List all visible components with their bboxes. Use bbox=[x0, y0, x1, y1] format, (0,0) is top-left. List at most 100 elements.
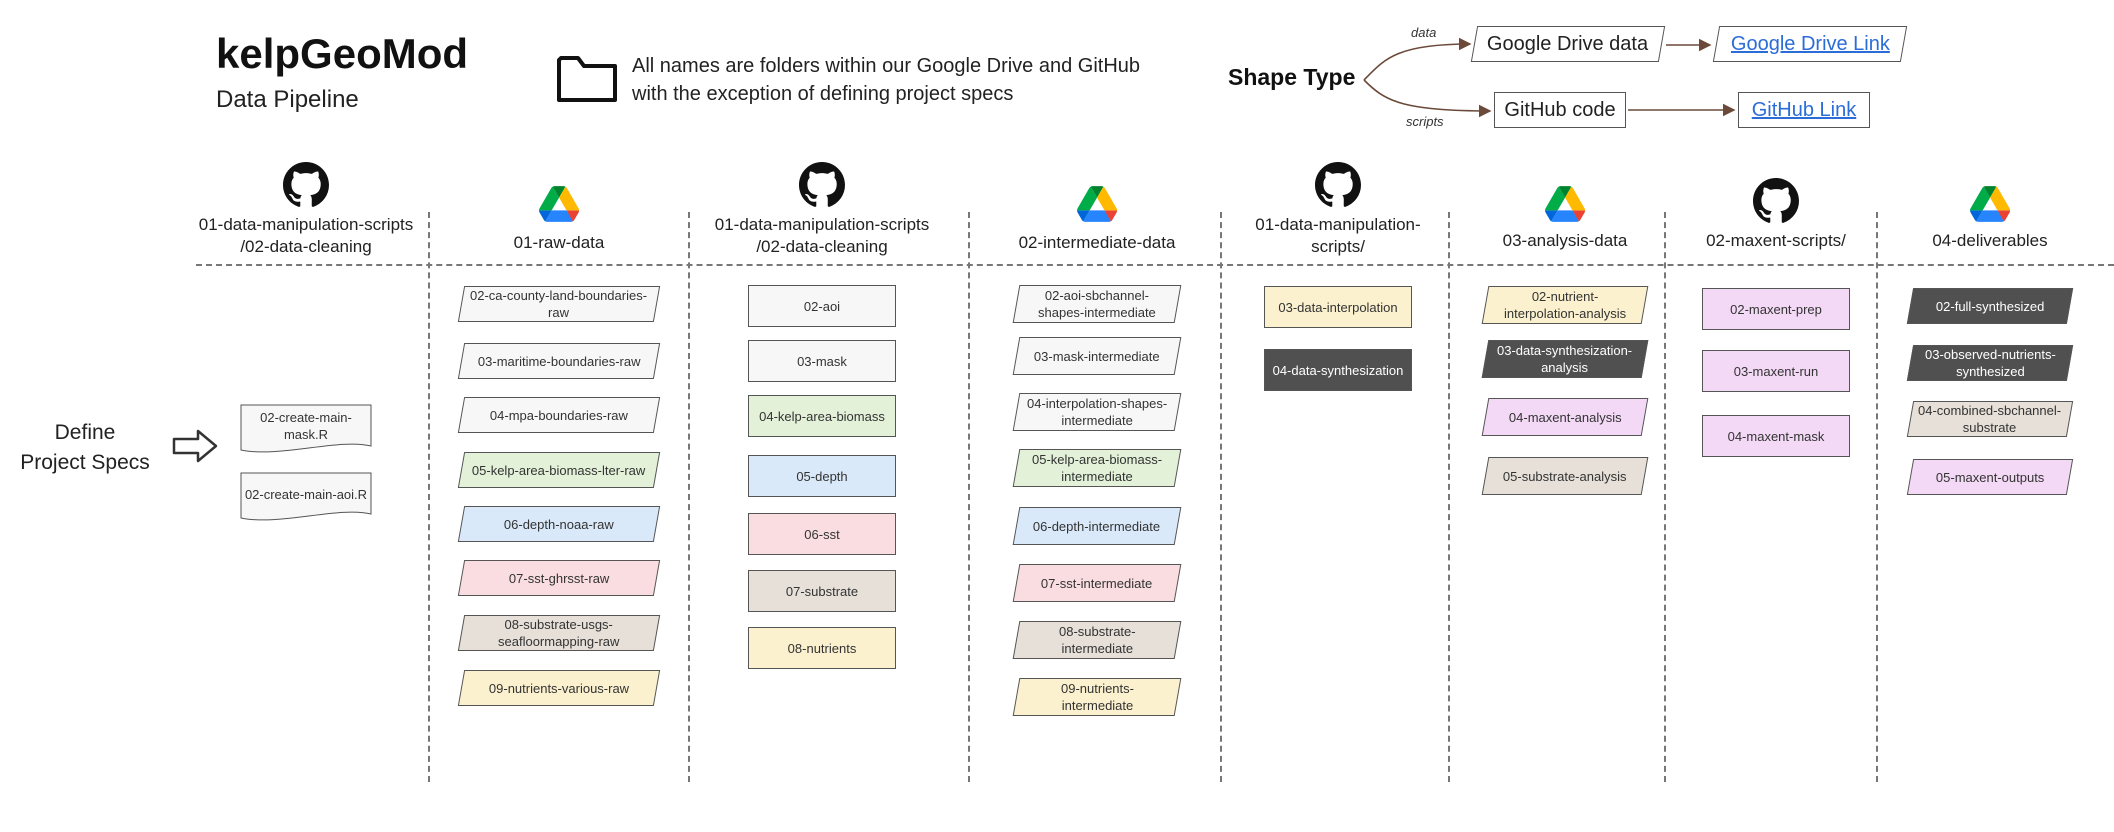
column-divider bbox=[1220, 212, 1222, 782]
folder-item-label-line1: 02-aoi bbox=[803, 298, 841, 314]
header-divider bbox=[196, 264, 2114, 266]
folder-item[interactable]: 02-aoi-sbchannel-shapes-intermediate bbox=[1012, 285, 1182, 323]
folder-item-label-line1: 04-data-synthesization bbox=[1272, 362, 1404, 378]
folder-item-label-line2: raw bbox=[548, 305, 570, 320]
folder-item-label: 08-substrate-usgs-seafloormapping-raw bbox=[492, 616, 625, 650]
folder-item-label-line1: 02-full-synthesized bbox=[1935, 298, 2045, 314]
column-header: 03-analysis-data bbox=[1440, 230, 1690, 252]
legend-github-link-shape: GitHub Link bbox=[1738, 92, 1870, 128]
folder-item-label: 05-kelp-area-biomass-intermediate bbox=[1026, 451, 1168, 485]
folder-item-label: 02-nutrient-interpolation-analysis bbox=[1498, 288, 1632, 322]
folder-item-label-line1: 03-mask-intermediate bbox=[1034, 348, 1160, 364]
folder-item[interactable]: 02-nutrient-interpolation-analysis bbox=[1481, 286, 1649, 324]
folder-item-label: 04-mpa-boundaries-raw bbox=[484, 407, 634, 424]
folder-item[interactable]: 02-create-main-mask.R bbox=[240, 404, 372, 453]
folder-item[interactable]: 03-mask-intermediate bbox=[1012, 337, 1182, 375]
folders-note-line1: All names are folders within our Google … bbox=[632, 55, 1141, 77]
folder-item-label: 05-depth bbox=[796, 468, 847, 485]
column-divider bbox=[1448, 212, 1450, 782]
folder-item-label-line1: 08-substrate-usgs- bbox=[504, 617, 614, 632]
folder-item[interactable]: 03-maritime-boundaries-raw bbox=[457, 343, 661, 379]
folder-item[interactable]: 02-maxent-prep bbox=[1702, 288, 1850, 330]
folder-item[interactable]: 09-nutrients-various-raw bbox=[457, 670, 661, 706]
folder-item-label-line1: 04-maxent-mask bbox=[1727, 428, 1825, 444]
folder-item[interactable]: 08-substrate-usgs-seafloormapping-raw bbox=[457, 615, 661, 651]
legend-data-curve bbox=[1363, 37, 1472, 81]
folder-item[interactable]: 02-aoi bbox=[748, 285, 896, 327]
folder-item[interactable]: 07-sst-intermediate bbox=[1012, 564, 1182, 602]
folder-item-label: 04-kelp-area-biomass bbox=[759, 408, 885, 425]
folder-item[interactable]: 04-combined-sbchannel-substrate bbox=[1906, 401, 2074, 437]
folder-item-label-line1: 03-observed-nutrients- bbox=[1924, 347, 2056, 362]
folder-item[interactable]: 06-depth-noaa-raw bbox=[457, 506, 661, 542]
folder-item[interactable]: 04-mpa-boundaries-raw bbox=[457, 397, 661, 433]
folder-item[interactable]: 03-data-interpolation bbox=[1264, 286, 1412, 328]
column-header-line1: 01-raw-data bbox=[513, 233, 605, 252]
legend-github-shape: GitHub code bbox=[1494, 92, 1626, 128]
folder-item-label-line1: 02-maxent-prep bbox=[1730, 301, 1822, 317]
column-header: 02-maxent-scripts/ bbox=[1651, 230, 1901, 252]
shape-type-legend-title: Shape Type bbox=[1228, 64, 1356, 90]
column-header-line1: 03-analysis-data bbox=[1502, 231, 1628, 250]
folder-item-label: 07-sst-ghrsst-raw bbox=[503, 570, 615, 587]
legend-scripts-label: scripts bbox=[1406, 114, 1444, 129]
folder-item-label-line1: 03-maxent-run bbox=[1733, 363, 1819, 379]
folder-item[interactable]: 05-depth bbox=[748, 455, 896, 497]
google-drive-icon bbox=[539, 186, 580, 227]
folder-item[interactable]: 04-maxent-analysis bbox=[1481, 398, 1649, 436]
folder-item-label-line1: 03-maritime-boundaries-raw bbox=[477, 353, 641, 369]
folder-item[interactable]: 02-full-synthesized bbox=[1906, 288, 2074, 324]
folder-item[interactable]: 02-create-main-aoi.R bbox=[240, 472, 372, 521]
folder-item-label: 09-nutrients-various-raw bbox=[483, 680, 635, 697]
folder-item[interactable]: 05-maxent-outputs bbox=[1906, 459, 2074, 495]
folder-item[interactable]: 09-nutrients-intermediate bbox=[1012, 678, 1182, 716]
folder-item[interactable]: 07-substrate bbox=[748, 570, 896, 612]
folder-item[interactable]: 05-kelp-area-biomass-lter-raw bbox=[457, 452, 661, 488]
folder-item-label: 02-aoi-sbchannel-shapes-intermediate bbox=[1032, 287, 1162, 321]
folder-item[interactable]: 08-substrate-intermediate bbox=[1012, 621, 1182, 659]
legend-drive-link[interactable]: Google Drive Link bbox=[1730, 32, 1890, 55]
folder-item[interactable]: 04-data-synthesization bbox=[1264, 349, 1412, 391]
column-divider bbox=[1664, 212, 1666, 782]
folder-item-label-line1: 04-kelp-area-biomass bbox=[759, 408, 885, 424]
folder-item-label: 04-maxent-mask bbox=[1728, 428, 1825, 445]
folder-item[interactable]: 03-observed-nutrients-synthesized bbox=[1906, 345, 2074, 381]
github-icon bbox=[799, 162, 845, 213]
folder-item-label: 03-maritime-boundaries-raw bbox=[472, 353, 647, 370]
folder-item[interactable]: 05-substrate-analysis bbox=[1481, 457, 1649, 495]
folder-item-label-line1: 02-create-main- bbox=[260, 410, 352, 425]
folder-item-label-line1: 05-depth bbox=[796, 468, 848, 484]
folder-item[interactable]: 07-sst-ghrsst-raw bbox=[457, 560, 661, 596]
folder-item-label: 05-substrate-analysis bbox=[1497, 468, 1633, 485]
folder-item[interactable]: 04-kelp-area-biomass bbox=[748, 395, 896, 437]
folder-item-label-line1: 07-sst-intermediate bbox=[1041, 575, 1153, 591]
diagram-title: kelpGeoMod bbox=[216, 30, 469, 77]
folder-item-label: 03-mask-intermediate bbox=[1028, 348, 1166, 365]
legend-github-link[interactable]: GitHub Link bbox=[1751, 98, 1857, 121]
folder-item-label-line2: intermediate bbox=[1061, 698, 1133, 713]
folder-item[interactable]: 03-mask bbox=[748, 340, 896, 382]
google-drive-icon bbox=[1545, 186, 1586, 227]
folder-item[interactable]: 06-depth-intermediate bbox=[1012, 507, 1182, 545]
folder-item[interactable]: 05-kelp-area-biomass-intermediate bbox=[1012, 449, 1182, 487]
folder-item[interactable]: 04-interpolation-shapes-intermediate bbox=[1012, 393, 1182, 431]
folder-item[interactable]: 04-maxent-mask bbox=[1702, 415, 1850, 457]
github-icon bbox=[1315, 162, 1361, 213]
column-header-line1: 01-data-manipulation-scripts bbox=[198, 215, 414, 234]
folder-item[interactable]: 03-maxent-run bbox=[1702, 350, 1850, 392]
folder-item-label-line1: 07-sst-ghrsst-raw bbox=[508, 570, 610, 586]
folder-item[interactable]: 06-sst bbox=[748, 513, 896, 555]
folder-item[interactable]: 02-ca-county-land-boundaries-raw bbox=[457, 286, 661, 322]
folder-item-label-line1: 09-nutrients-various-raw bbox=[488, 680, 630, 696]
folder-item-label: 03-maxent-run bbox=[1734, 363, 1819, 380]
folder-item-label-line2: intermediate bbox=[1061, 469, 1133, 484]
column-divider bbox=[428, 212, 430, 782]
folder-item-label: 06-depth-intermediate bbox=[1027, 518, 1166, 535]
folder-item-label: 02-create-main-mask.R bbox=[260, 409, 352, 443]
folder-item[interactable]: 08-nutrients bbox=[748, 627, 896, 669]
folder-item-label-line1: 08-substrate- bbox=[1058, 624, 1136, 639]
folder-item-label-line1: 04-mpa-boundaries-raw bbox=[489, 407, 628, 423]
column-header-line1: 04-deliverables bbox=[1932, 231, 2048, 250]
folder-item[interactable]: 03-data-synthesization-analysis bbox=[1481, 340, 1649, 378]
folder-item-label: 02-ca-county-land-boundaries-raw bbox=[464, 287, 653, 321]
